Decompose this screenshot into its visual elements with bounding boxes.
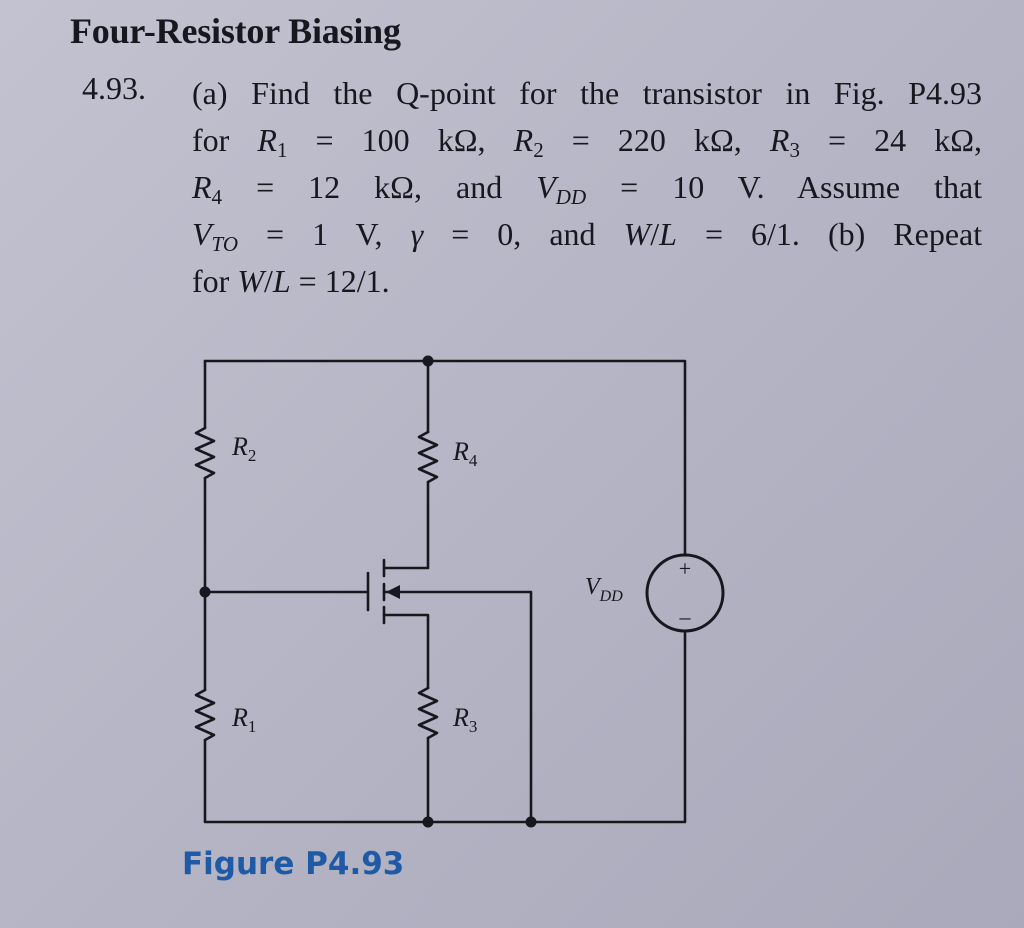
resistor-r3 (417, 686, 439, 740)
section-title: Four-Resistor Biasing (70, 11, 401, 51)
r3-value: = 24 kΩ, (828, 122, 983, 158)
wl-value-b: = 12/1. (298, 263, 390, 299)
problem-sentence: Find the Q-point for the transistor in F… (251, 75, 983, 111)
assume-text: Assume that (796, 169, 983, 205)
problem-line-5: for W/L = 12/1. (192, 263, 390, 299)
wire-source (382, 613, 430, 690)
problem-line-4: VTO = 1 V, γ = 0, and W/L = 6/1. (b) Rep… (192, 216, 983, 256)
resistor-r2 (194, 426, 216, 480)
gamma-value: = 0, (451, 216, 522, 252)
wl-value: = 6/1. (704, 216, 800, 252)
problem-line-1: (a) Find the Q-point for the transistor … (192, 70, 982, 117)
problem-line-2: for R1 = 100 kΩ, R2 = 220 kΩ, R3 = 24 kΩ… (192, 122, 983, 162)
wire-body (382, 590, 533, 824)
plus-sign: + (679, 556, 691, 581)
part-b-label: (b) Repeat (827, 216, 983, 252)
word-for: for (192, 122, 230, 158)
wire-drain (382, 480, 430, 570)
vdd-value: = 10 V. (620, 169, 765, 205)
minus-sign: – (679, 604, 692, 629)
resistor-r1 (194, 688, 216, 742)
figure-caption: Figure P4.93 (182, 846, 405, 882)
junction-dot-bottom-right (525, 816, 537, 828)
junction-dot-gate (199, 586, 211, 598)
resistor-r4 (417, 430, 439, 484)
r4-value: = 12 kΩ, (256, 169, 422, 205)
r1-label: R1 (231, 703, 256, 736)
wire-top-rail (203, 359, 687, 557)
r4-label: R4 (452, 437, 478, 470)
r1-value: = 100 kΩ, (315, 122, 486, 158)
wire-left-bottom (203, 629, 687, 824)
vto-value: = 1 V, (266, 216, 383, 252)
problem-line-3: R4 = 12 kΩ, and VDD = 10 V. Assume that (192, 169, 983, 209)
vdd-label: VDD (585, 574, 623, 605)
r3-label: R3 (452, 703, 477, 736)
junction-dot-bottom-mid (422, 816, 434, 828)
problem-text: (a) Find the Q-point for the transistor … (192, 70, 982, 305)
mosfet-body-arrow (386, 585, 400, 599)
word-for-2: for (192, 263, 230, 299)
part-a-label: (a) (192, 75, 228, 111)
r2-value: = 220 kΩ, (571, 122, 742, 158)
problem-number: 4.93. (82, 70, 146, 106)
r2-label: R2 (231, 432, 256, 465)
word-and: and (456, 169, 503, 205)
word-and-2: and (549, 216, 596, 252)
voltage-source-circle (645, 553, 725, 633)
junction-dot-top (422, 355, 434, 367)
